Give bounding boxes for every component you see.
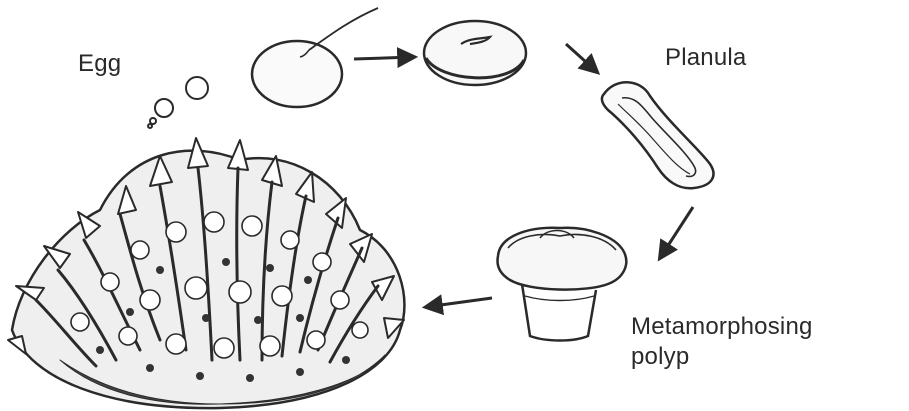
fertilized-egg <box>424 21 526 85</box>
egg-label: Egg <box>78 49 121 79</box>
metamorphosing-label-line1: Metamorphosing <box>631 312 813 342</box>
arrow-zygote-to-planula <box>566 44 597 72</box>
metamorphosing-label-line2: polyp <box>631 342 813 372</box>
arrow-egg-to-zygote <box>354 57 414 59</box>
planula-label: Planula <box>665 43 746 73</box>
coral-colony <box>8 138 404 408</box>
metamorphosing-polyp <box>498 228 627 341</box>
floating-eggs <box>148 77 208 128</box>
arrow-polyp-to-colony <box>426 298 492 307</box>
planula-larva <box>602 82 714 188</box>
arrow-planula-to-polyp <box>660 207 693 258</box>
metamorphosing-polyp-label: Metamorphosing polyp <box>631 312 813 372</box>
